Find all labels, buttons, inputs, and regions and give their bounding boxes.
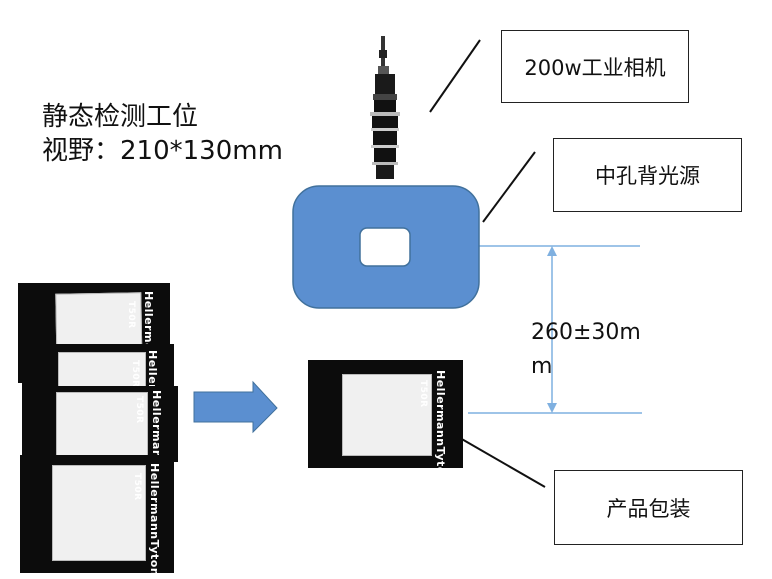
backlight-callout-line	[482, 151, 536, 223]
dimension-arrow-bottom	[547, 403, 557, 413]
inspected-package-photo: HellermannTyton T50R	[308, 360, 463, 468]
backlight-label-box: 中孔背光源	[553, 138, 742, 212]
working-distance: 260±30m m	[531, 316, 641, 384]
station-name: 静态检测工位	[42, 102, 199, 132]
station-title: 静态检测工位 视野：210*130mm	[42, 100, 283, 168]
product-label: 产品包装	[606, 496, 691, 521]
product-callout-line	[459, 437, 546, 488]
camera-label-box: 200w工业相机	[501, 30, 689, 103]
product-label-box: 产品包装	[554, 470, 743, 545]
field-of-view: 视野：210*130mm	[42, 136, 283, 166]
flow-arrow	[193, 380, 278, 434]
product-package-photo: HellermannTyton T50R	[20, 455, 174, 573]
product-package-photo: HellermannTyton T50R	[22, 386, 178, 462]
camera-label: 200w工业相机	[524, 55, 666, 80]
camera-callout-line	[429, 39, 481, 113]
working-distance-line2: m	[531, 354, 553, 379]
dimension-arrow-top	[547, 246, 557, 256]
working-distance-line1: 260±30m	[531, 320, 641, 345]
backlight-label: 中孔背光源	[595, 164, 700, 188]
industrial-camera	[370, 36, 400, 179]
backlight-center-hole	[359, 227, 411, 267]
